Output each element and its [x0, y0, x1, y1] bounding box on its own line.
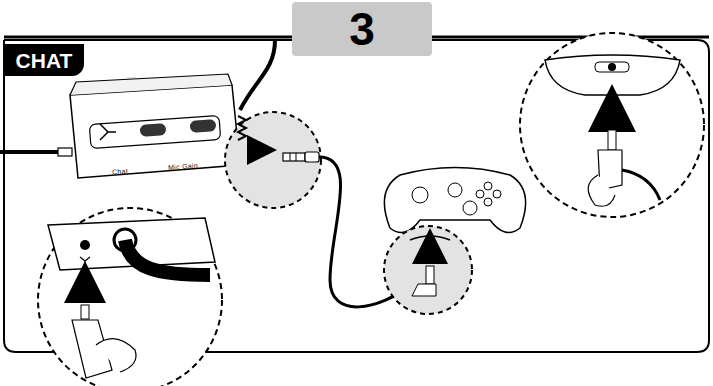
section-tab: CHAT [4, 44, 84, 76]
step-number: 3 [349, 6, 375, 52]
control-label: Chat [112, 167, 128, 175]
control-label: Mic Gain [168, 162, 198, 171]
step-number-box: 3 [292, 2, 432, 56]
svg-text:▫▫▫▫: ▫▫▫▫ [127, 75, 136, 81]
section-title: CHAT [16, 50, 73, 71]
